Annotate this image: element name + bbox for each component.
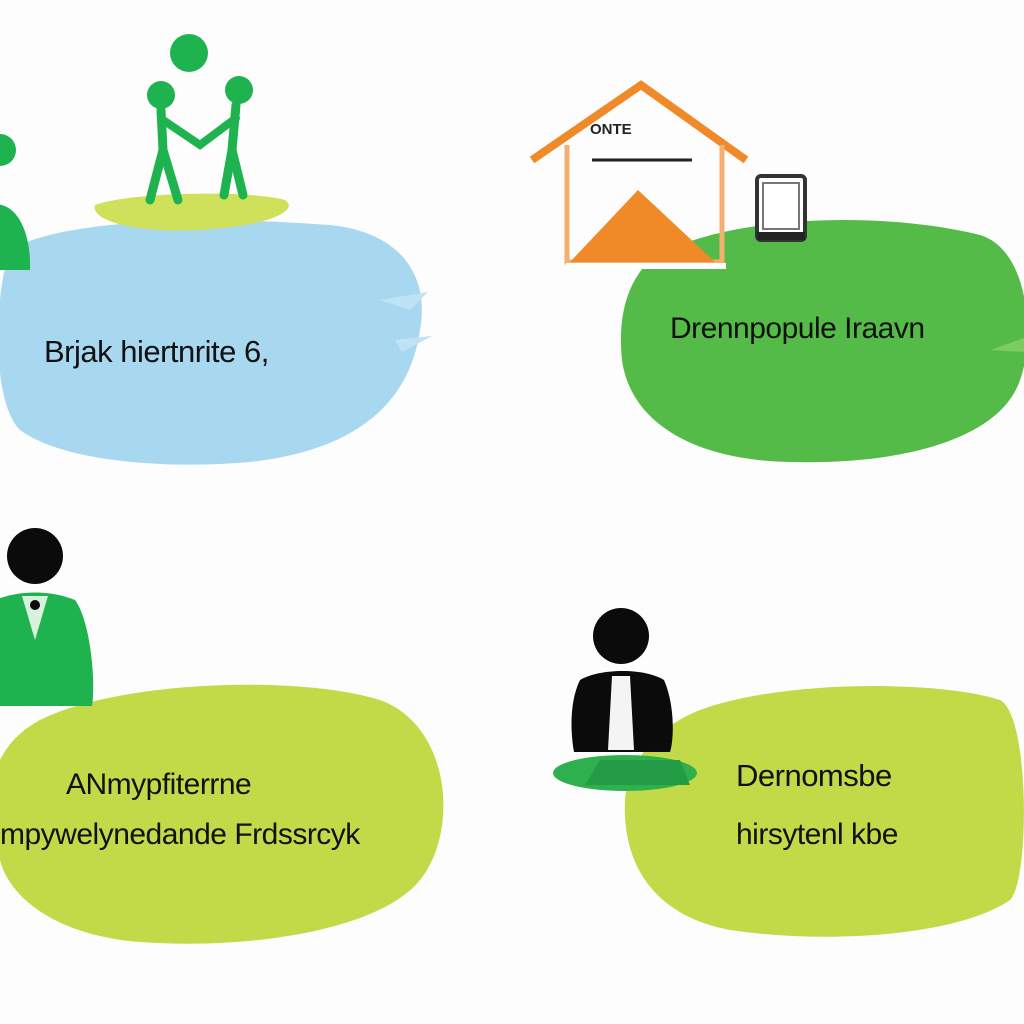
partial-figure-icon	[0, 134, 30, 270]
blue-blob	[0, 220, 422, 465]
lime-blob-right	[624, 686, 1024, 937]
panel-2-text: Drennpopule Iraavn	[670, 312, 925, 345]
person-suit-icon	[553, 608, 697, 791]
handshake-people-icon	[145, 34, 253, 205]
panel-1-text: Brjak hiertnrite 6,	[44, 334, 269, 369]
panel-3-text-line-1: ANmypfiterrne	[66, 768, 252, 801]
house-sign-text: ONTE	[590, 121, 632, 138]
panel-4-text-line-1: Dernomsbe	[736, 758, 892, 793]
phone-icon	[755, 174, 807, 242]
panel-3-text-line-2: mpywelynedande Frdssrcyk	[0, 818, 360, 851]
green-blob	[620, 220, 1024, 463]
lime-patch	[94, 193, 289, 231]
lime-blob-left	[0, 684, 444, 944]
panel-4-text-line-2: hirsytenl kbe	[736, 818, 898, 851]
house-icon	[529, 80, 749, 269]
person-green-icon	[0, 528, 94, 706]
